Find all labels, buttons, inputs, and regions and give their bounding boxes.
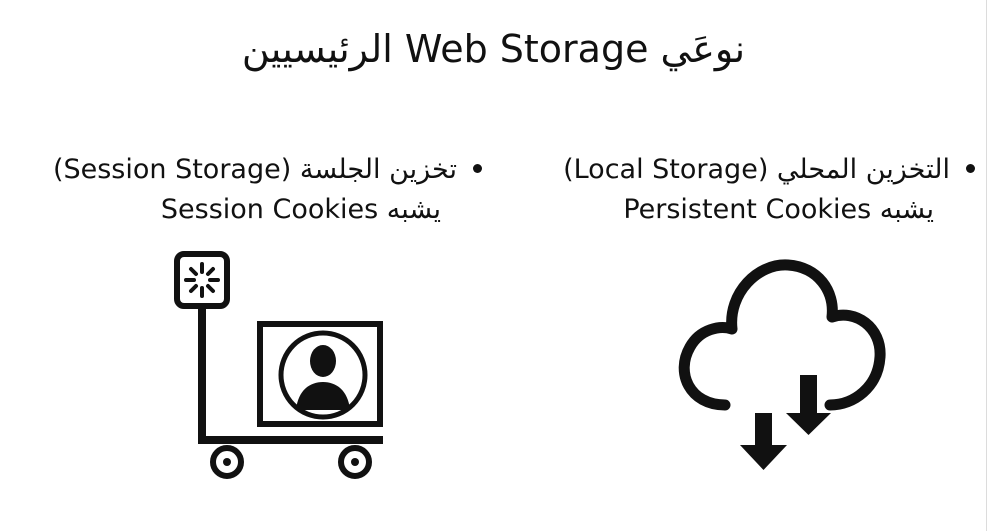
session-storage-subtext: يشبه Session Cookies bbox=[160, 194, 441, 225]
cloud-download-icon bbox=[678, 259, 886, 470]
slide-title: نوعَي Web Storage الرئيسيين bbox=[241, 27, 746, 71]
cart-with-profile-icon bbox=[174, 251, 383, 479]
session-storage-item: تخزين الجلسة (Session Storage) يشبه Sess… bbox=[12, 150, 482, 230]
local-storage-item: التخزين المحلي (Local Storage) يشبه Pers… bbox=[505, 150, 975, 230]
local-storage-subtext: يشبه Persistent Cookies bbox=[623, 194, 934, 225]
local-storage-heading: التخزين المحلي (Local Storage) bbox=[563, 154, 950, 185]
bullet-icon bbox=[966, 164, 975, 173]
session-storage-heading: تخزين الجلسة (Session Storage) bbox=[52, 154, 457, 185]
bullet-icon bbox=[473, 164, 482, 173]
